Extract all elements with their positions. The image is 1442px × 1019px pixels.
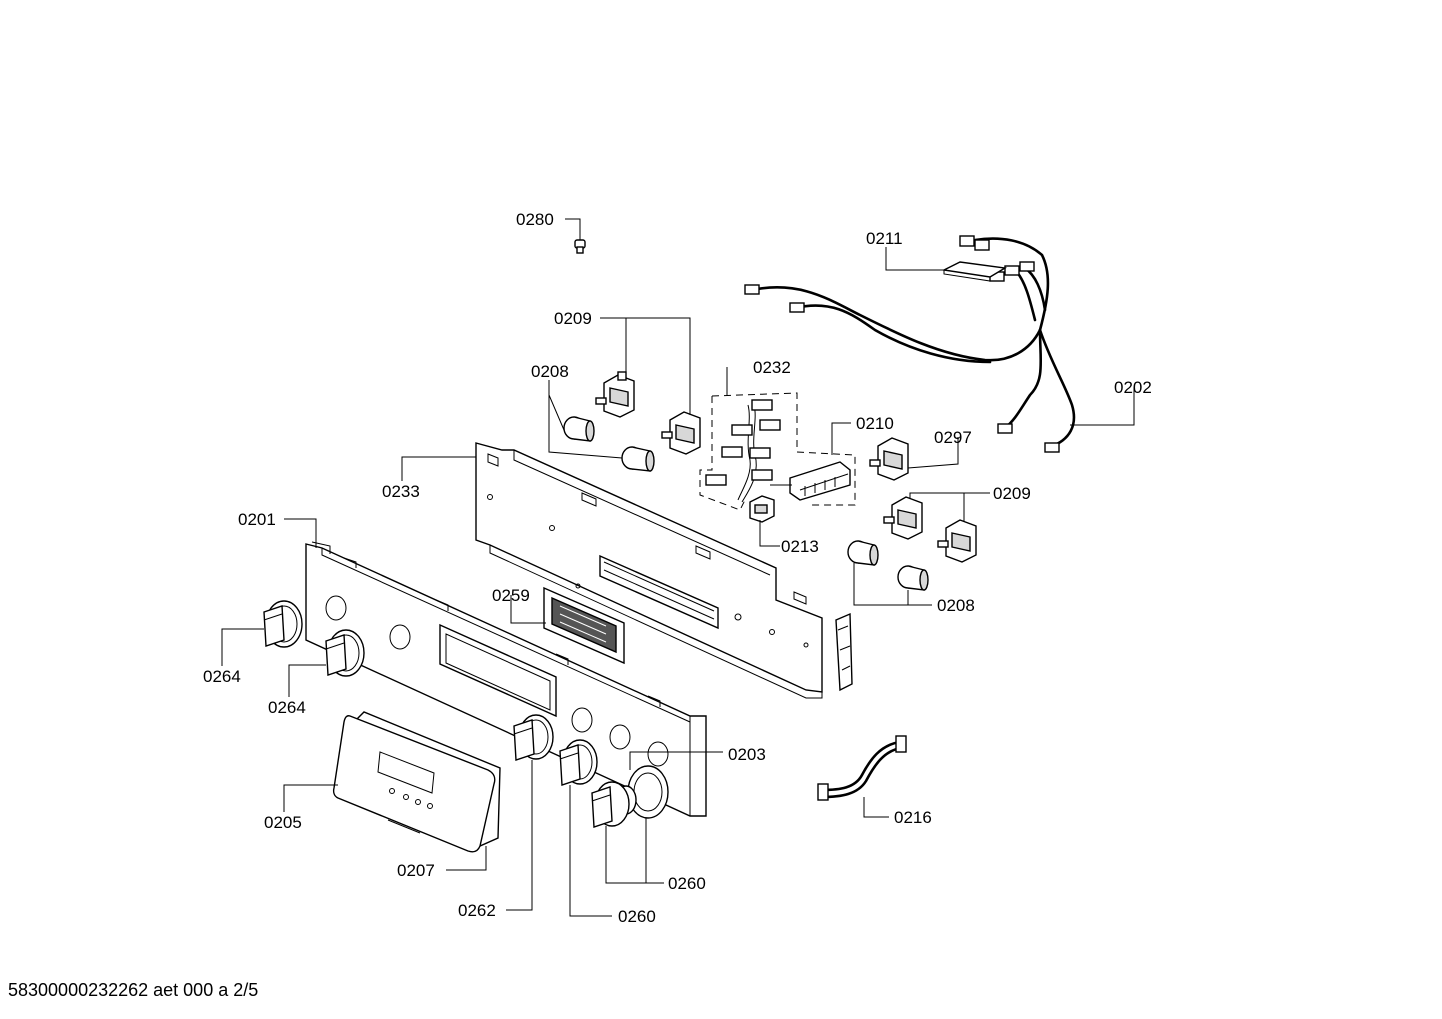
part-0264-knob-right <box>325 629 365 677</box>
part-0208-bushing-lower-left <box>847 540 879 566</box>
part-0233-mounting-bracket <box>475 442 853 699</box>
part-0213-relay <box>749 495 775 523</box>
leader-lines <box>221 218 1135 917</box>
part-0210-terminal-block <box>770 451 856 506</box>
drawing-reference: 58300000232262 aet 000 a 2/5 <box>8 980 259 1000</box>
part-0202-wiring-harness <box>744 235 1076 453</box>
label-0205: 0205 <box>264 813 302 832</box>
label-0280: 0280 <box>516 210 554 229</box>
part-0205-display-cover <box>332 715 496 853</box>
label-0209-lower: 0209 <box>993 484 1031 503</box>
part-0209-switch-upper-right <box>661 411 701 455</box>
label-0216: 0216 <box>894 808 932 827</box>
label-0233: 0233 <box>382 482 420 501</box>
label-0213: 0213 <box>781 537 819 556</box>
label-0210: 0210 <box>856 414 894 433</box>
part-0208-bushing-lower-right <box>897 565 929 591</box>
part-0260-knob-upper <box>559 739 598 786</box>
label-0297: 0297 <box>934 428 972 447</box>
label-0209-upper: 0209 <box>554 309 592 328</box>
label-0208-upper: 0208 <box>531 362 569 381</box>
label-0260-lower: 0260 <box>618 907 656 926</box>
part-0262-knob <box>513 714 554 761</box>
label-0264-left: 0264 <box>203 667 241 686</box>
part-0264-knob-left <box>263 600 303 648</box>
label-0232: 0232 <box>753 358 791 377</box>
part-0209-switch-lower-left <box>883 496 923 540</box>
label-0259: 0259 <box>492 586 530 605</box>
part-0232-cable-set <box>699 392 798 511</box>
part-0280-screw <box>574 239 586 254</box>
label-0207: 0207 <box>397 861 435 880</box>
label-0260-upper: 0260 <box>668 874 706 893</box>
part-0208-bushing-upper-right <box>621 446 655 472</box>
label-0264-right: 0264 <box>268 698 306 717</box>
label-0211: 0211 <box>866 229 903 248</box>
part-0211-connector-card <box>941 261 1008 282</box>
part-0201-control-panel <box>305 541 707 817</box>
part-0209-switch-lower-right <box>937 519 977 563</box>
part-0209-switch-upper-left <box>595 371 635 418</box>
part-0260-knob-lower <box>591 781 637 828</box>
label-0202: 0202 <box>1114 378 1152 397</box>
label-0208-lower: 0208 <box>937 596 975 615</box>
callout-labels: 0280 0211 0209 0208 0232 0202 0210 0297 … <box>203 210 1152 926</box>
part-0297-switch <box>869 437 909 481</box>
part-0216-cable <box>817 735 907 801</box>
label-0262: 0262 <box>458 901 496 920</box>
label-0201: 0201 <box>238 510 276 529</box>
part-0259-electronic-module <box>543 586 625 665</box>
label-0203: 0203 <box>728 745 766 764</box>
part-0208-bushing-upper-left <box>563 416 595 442</box>
